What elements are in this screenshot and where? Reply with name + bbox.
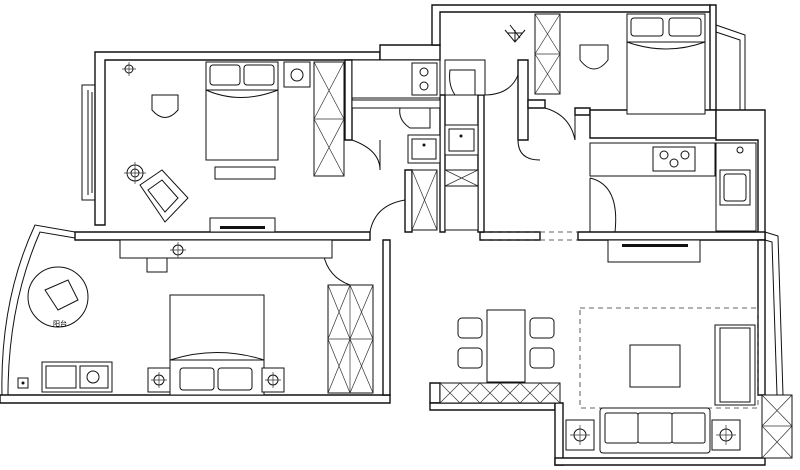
chair <box>151 94 179 118</box>
balcony-label: 阳台 <box>53 319 67 328</box>
washbasin-2 <box>444 124 479 156</box>
desk-chair <box>146 257 168 273</box>
coffee-table <box>629 344 681 388</box>
upper-left-bedroom <box>122 61 345 223</box>
nightstand <box>283 61 311 88</box>
upper-right-bedroom <box>534 13 706 115</box>
doors <box>321 74 617 286</box>
sideboard <box>439 382 561 404</box>
lower-left-bedroom <box>119 239 374 396</box>
laundry-counter <box>41 361 113 393</box>
sink <box>719 169 751 206</box>
desk <box>119 239 333 259</box>
dining-area <box>439 309 561 404</box>
rug <box>579 307 759 409</box>
kitchen <box>589 142 757 232</box>
lounge-chair <box>44 279 79 311</box>
tv-bench <box>214 166 276 180</box>
cabinet <box>761 394 793 459</box>
chair-2 <box>579 44 609 70</box>
round-table <box>27 266 89 328</box>
toilet-2 <box>449 69 476 96</box>
armchair <box>139 169 189 223</box>
toilet <box>399 107 431 129</box>
dining-table <box>486 309 526 383</box>
middle-bathroom <box>351 24 526 231</box>
balcony: 阳台 <box>17 266 113 393</box>
sofa <box>599 407 711 454</box>
tv-cabinet <box>714 324 756 406</box>
washbasin <box>407 134 441 164</box>
living-area <box>565 307 793 459</box>
